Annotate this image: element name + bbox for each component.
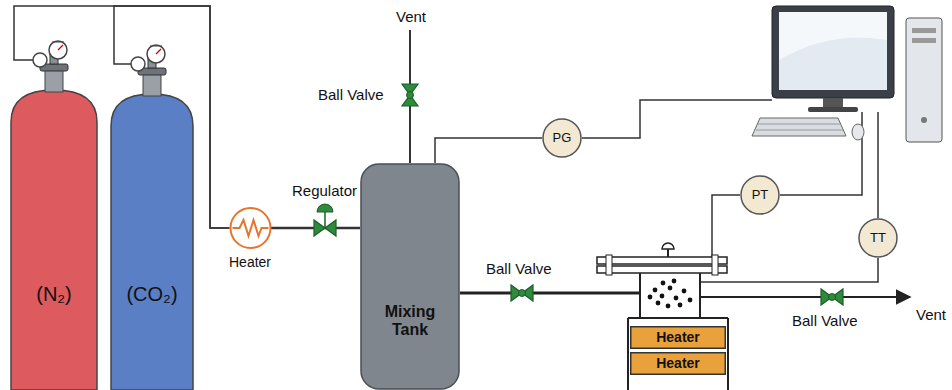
node-label: PG (553, 131, 572, 146)
gas-cylinder: (CO₂) (108, 42, 196, 390)
vent-label: Vent (914, 306, 948, 323)
regulator-valve (314, 204, 336, 236)
computer-icon (752, 6, 942, 142)
ball-valve (402, 84, 418, 106)
mixing-tank: Mixing Tank (360, 163, 460, 390)
valve-label: Ball Valve (484, 260, 554, 277)
heat-exchanger: Heater (224, 206, 277, 272)
node-shape (360, 163, 460, 390)
gauge-circle: PG (542, 118, 582, 158)
vent-label: Vent (394, 8, 428, 25)
node-label: Heater (656, 329, 700, 345)
node-label: (N₂) (36, 283, 72, 306)
vent-pipe (700, 296, 910, 298)
valve-label: Ball Valve (316, 86, 386, 103)
signal-wire (712, 195, 740, 257)
pipe-connector (435, 138, 542, 163)
reactor-vessel (597, 243, 728, 390)
ball-valve (821, 289, 843, 305)
node-label: Mixing Tank (368, 303, 452, 340)
node-label: (CO₂) (126, 283, 177, 306)
regulator-label: Regulator (290, 182, 359, 199)
gas-cylinder: (N₂) (8, 38, 100, 390)
gauge-circle: PT (740, 175, 780, 215)
node-shape (8, 38, 100, 390)
feed-pipe (460, 292, 640, 295)
node-label: Heater (656, 355, 700, 371)
signal-wire (582, 100, 772, 138)
node-label: TT (870, 231, 886, 246)
gauge-circle: TT (858, 218, 898, 258)
valve-label: Ball Valve (790, 312, 860, 329)
ball-valve (511, 285, 533, 301)
heater-box: Heater (630, 326, 726, 349)
heater-box: Heater (630, 352, 726, 375)
signal-wire (877, 112, 879, 218)
node-label: PT (752, 188, 769, 203)
node-label: Heater (229, 254, 271, 270)
node-shape (108, 42, 196, 390)
